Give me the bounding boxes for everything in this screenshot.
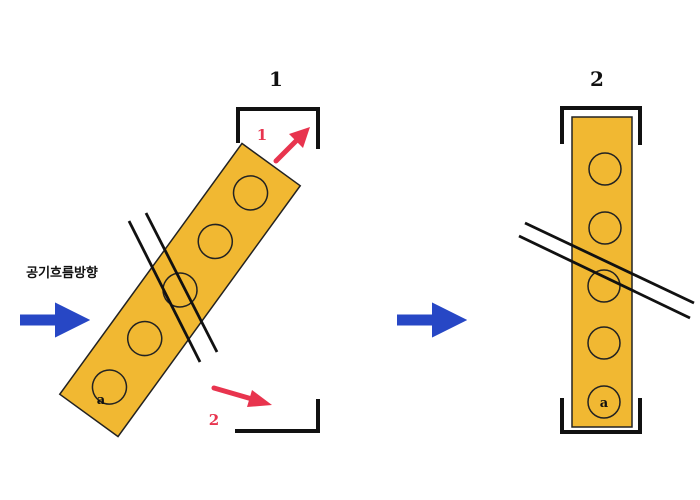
arrow-right-icon <box>211 385 272 407</box>
hole <box>197 223 234 260</box>
hole-a-label: a <box>600 396 609 411</box>
diagram-1-number: 1 <box>269 67 283 91</box>
airflow-direction-label: 공기흐름방향 <box>26 265 98 281</box>
left-diagram: 1 a 공기흐름방향 1 <box>20 67 320 438</box>
right-diagram: 2 a <box>397 67 695 434</box>
left-bottom-bracket <box>235 399 320 433</box>
hole-a-label: a <box>97 393 106 408</box>
hole <box>126 320 163 357</box>
divider-plate <box>127 212 219 363</box>
divider-plate <box>518 221 695 320</box>
left-top-bracket <box>236 107 320 149</box>
diagram-2-number: 2 <box>590 67 604 91</box>
hole-a <box>91 369 128 405</box>
hole <box>588 152 622 186</box>
outflow-label-1: 1 <box>257 126 267 144</box>
vertical-element-bar <box>571 116 633 428</box>
hole-a <box>587 385 621 419</box>
outflow-label-2: 2 <box>209 411 219 429</box>
right-top-bracket <box>560 106 642 145</box>
hole <box>588 211 622 245</box>
hole <box>587 269 621 303</box>
hole <box>232 175 269 211</box>
right-bottom-bracket <box>560 398 642 434</box>
hole <box>587 326 621 360</box>
arrow-up-right-icon <box>273 127 310 164</box>
tilted-element-bar <box>58 142 302 438</box>
